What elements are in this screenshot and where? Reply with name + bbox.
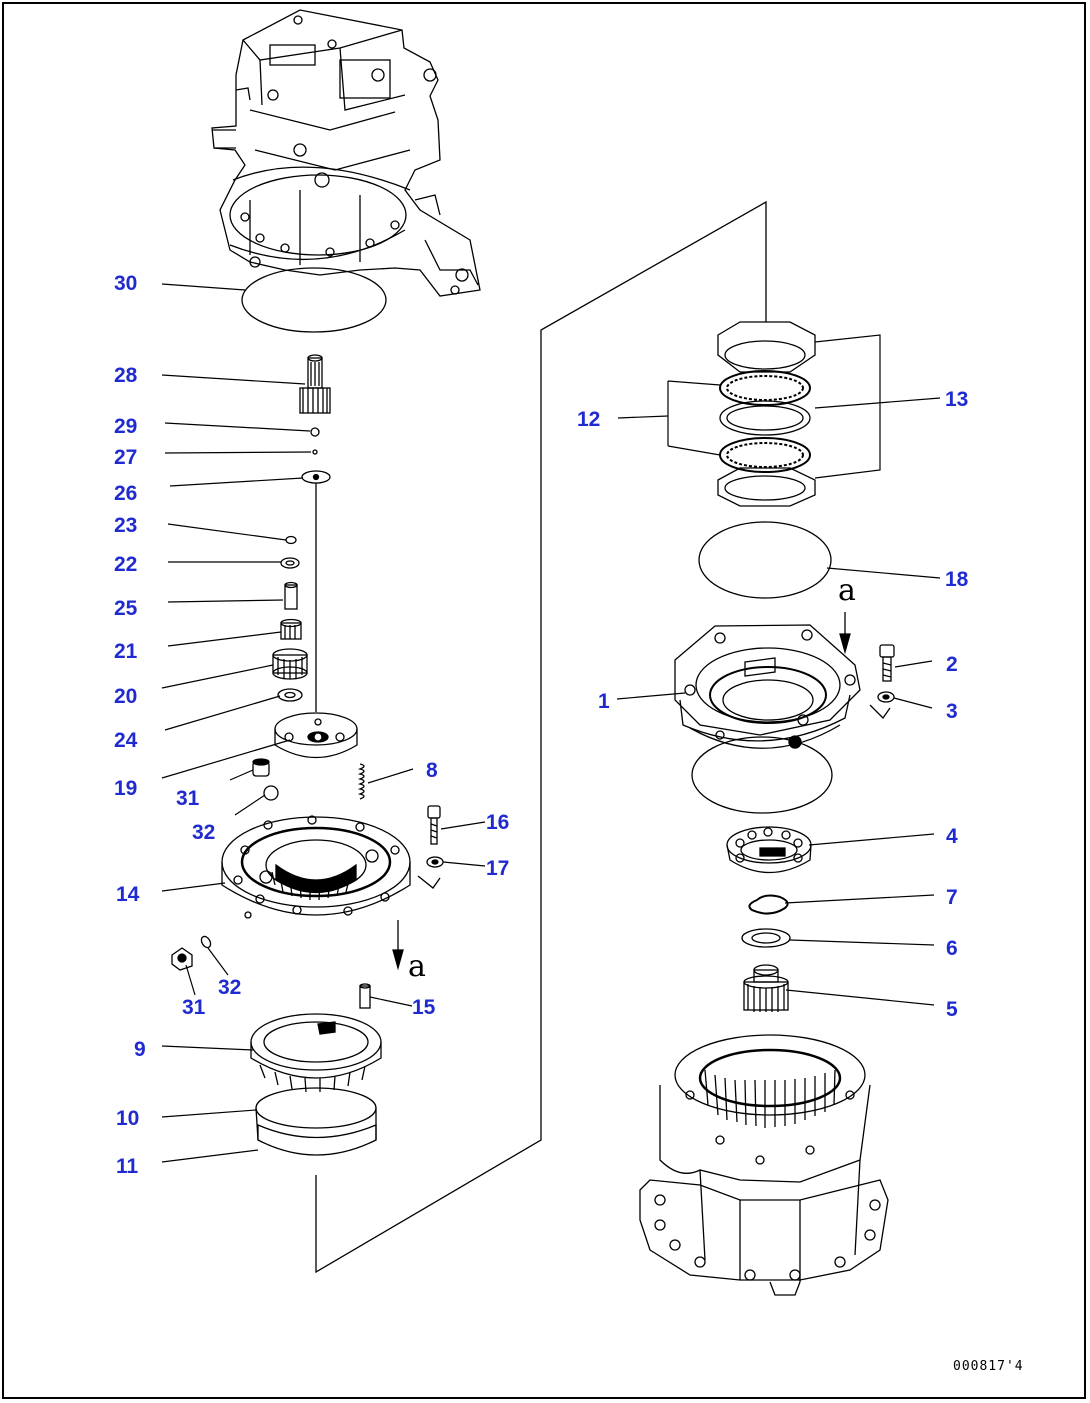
label-part-12: 12 [577,408,601,431]
label-part-18: 18 [945,568,969,591]
label-part-4: 4 [946,825,958,848]
label-part-31-lower: 31 [182,996,206,1019]
bearing-4 [726,826,812,874]
plug-31-lower [171,947,193,971]
label-part-32-lower: 32 [218,976,242,999]
ring-gear-14 [221,815,411,919]
drawing-code: 000817'4 [953,1359,1024,1374]
pinion-5 [743,964,789,1012]
plug-31-upper [252,758,270,777]
label-part-9: 9 [134,1038,146,1061]
label-part-32-upper: 32 [192,821,216,844]
label-part-6: 6 [946,937,958,960]
bolt-position-mark-right [869,704,891,720]
bolt-16 [427,805,441,845]
o-ring-1-lower [691,736,833,814]
label-part-30: 30 [114,272,138,295]
seal-ring-10 [255,1087,377,1129]
leader-lines [161,283,941,1163]
arrow-mark-lower: a [408,949,426,984]
label-part-15: 15 [412,996,436,1019]
label-part-17: 17 [486,857,510,880]
label-part-10: 10 [116,1107,140,1130]
label-part-23: 23 [114,514,138,537]
spring-8 [357,763,365,800]
brake-ring-9 [250,1013,382,1093]
label-part-7: 7 [946,886,958,909]
thrust-washer-26 [301,470,331,484]
arrow-a-lower-head [392,949,404,971]
washer-17 [426,856,444,868]
swing-motor-assembly [211,9,481,297]
housing-1 [674,624,861,749]
assembly-divider-line [315,200,767,1274]
label-part-20: 20 [114,685,138,708]
gear-case [639,1034,889,1296]
ball-23 [285,535,297,545]
washer-3 [877,691,895,703]
carrier-19 [274,712,358,759]
label-part-25: 25 [114,597,138,620]
o-ring-32-upper [263,785,279,801]
label-part-22: 22 [114,553,138,576]
label-part-26: 26 [114,482,138,505]
arrow-mark-upper: a [838,573,856,608]
needle-bearing-21 [280,618,302,640]
o-ring-32-lower [200,935,212,949]
label-part-8: 8 [426,759,438,782]
label-part-24: 24 [114,729,138,752]
label-part-5: 5 [946,998,958,1021]
label-part-2: 2 [946,653,958,676]
label-part-29: 29 [114,415,138,438]
o-ring-18 [698,521,832,599]
label-part-11: 11 [116,1155,139,1178]
pin-15 [359,983,371,1009]
thrust-washer-24 [277,688,303,702]
label-part-1: 1 [598,690,610,713]
pin-27 [312,449,318,455]
shaft-gear-28 [299,354,331,414]
bolt-position-mark [417,875,441,889]
label-part-19: 19 [114,777,138,800]
arrow-a-upper-head [839,633,851,655]
thrust-washer-22 [280,557,300,569]
label-part-13: 13 [945,388,969,411]
label-part-16: 16 [486,811,510,834]
label-part-28: 28 [114,364,138,387]
planetary-gear-20 [272,648,308,680]
o-ring-30 [241,267,387,333]
ring-11 [255,1107,377,1156]
bolt-2 [879,644,895,682]
label-part-3: 3 [946,700,958,723]
disc-pack [717,321,816,507]
label-part-14: 14 [116,883,140,906]
spacer-6 [741,928,791,948]
snap-ring-7 [748,894,789,915]
label-part-27: 27 [114,446,138,469]
label-part-21: 21 [114,640,138,663]
ball-29 [310,427,320,437]
label-part-31-upper: 31 [176,787,200,810]
pin-25 [284,581,298,610]
